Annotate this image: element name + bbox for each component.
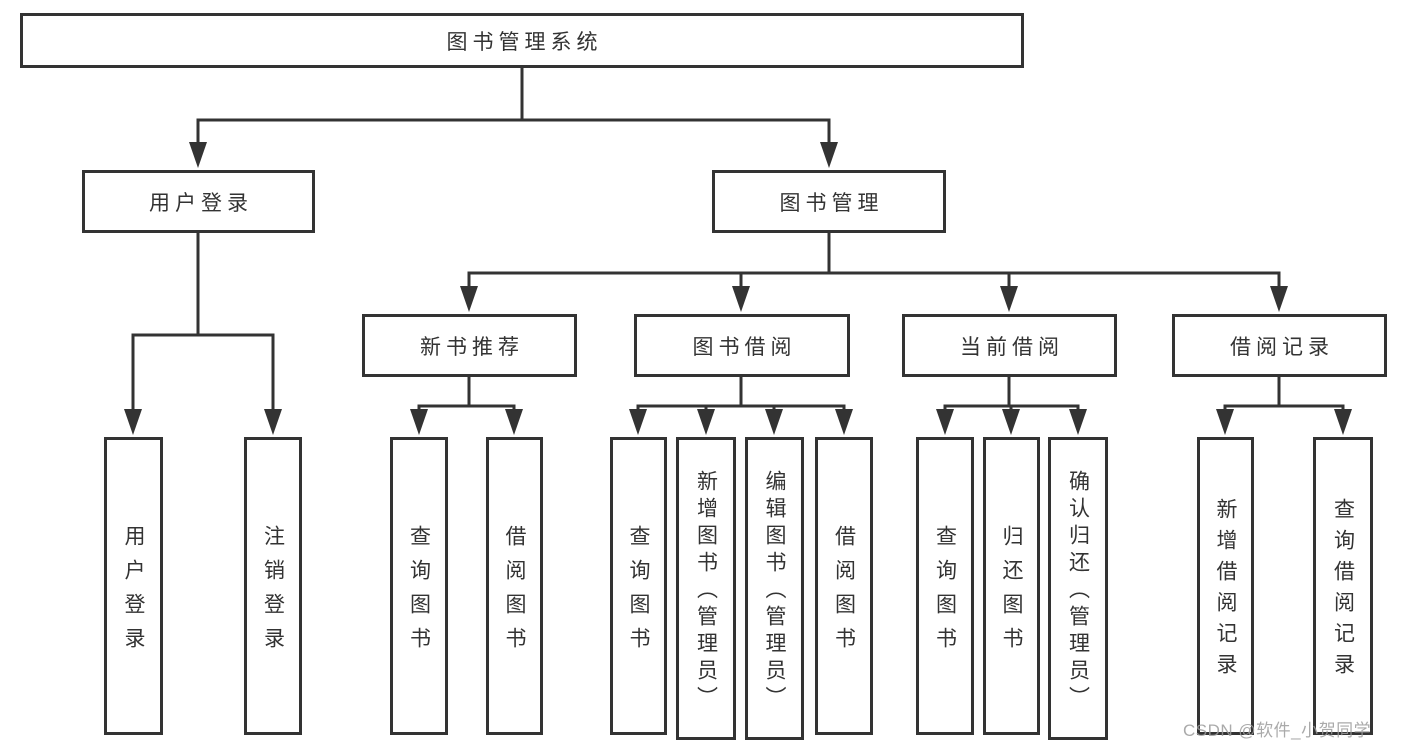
arrowhead-icon [410,409,428,435]
arrowhead-icon [765,409,783,435]
arrowhead-icon [936,409,954,435]
arrowhead-icon [460,286,478,312]
arrowhead-icon [189,142,207,168]
leaf-borrow-books-label: 借阅图书 [832,524,856,661]
leaf-borrow-books-recommend: 借阅图书 [486,437,543,735]
node-library-management-system-label: 图书管理系统 [446,30,603,54]
leaf-logout: 注销登录 [244,437,302,735]
leaf-add-borrow-record: 新增借阅记录 [1197,437,1254,735]
leaf-user-login: 用户登录 [104,437,163,735]
node-current-borrowing: 当前借阅 [902,314,1117,377]
node-user-login-label: 用户登录 [149,191,253,215]
arrowhead-icon [124,409,142,435]
leaf-return-books-label: 归还图书 [1000,524,1024,661]
leaf-logout-label: 注销登录 [261,524,285,661]
node-book-borrowing: 图书借阅 [634,314,850,377]
arrowhead-icon [1000,286,1018,312]
leaf-query-books-recommend-label: 查询图书 [407,524,431,661]
leaf-query-books-current: 查询图书 [916,437,974,735]
node-book-management-label: 图书管理 [779,191,884,215]
leaf-query-books-current-label: 查询图书 [933,524,957,661]
arrowhead-icon [629,409,647,435]
leaf-query-borrow-record-label: 查询借阅记录 [1331,498,1355,684]
leaf-edit-books-admin: 编辑图书（管理员） [745,437,804,740]
arrowhead-icon [1270,286,1288,312]
leaf-confirm-return-admin: 确认归还（管理员） [1048,437,1108,740]
node-new-book-recommend: 新书推荐 [362,314,577,377]
leaf-borrow-books: 借阅图书 [815,437,873,735]
node-new-book-recommend-label: 新书推荐 [420,335,524,359]
leaf-edit-books-admin-label: 编辑图书（管理员） [763,470,787,713]
leaf-add-borrow-record-label: 新增借阅记录 [1214,498,1238,684]
leaf-query-books-recommend: 查询图书 [390,437,448,735]
leaf-query-books-borrow-label: 查询图书 [627,524,651,661]
arrowhead-icon [1069,409,1087,435]
leaf-add-books-admin: 新增图书（管理员） [676,437,736,740]
leaf-user-login-label: 用户登录 [122,524,146,661]
arrowhead-icon [505,409,523,435]
leaf-query-books-borrow: 查询图书 [610,437,667,735]
leaf-borrow-books-recommend-label: 借阅图书 [503,524,527,661]
arrowhead-icon [1216,409,1234,435]
node-user-login: 用户登录 [82,170,315,233]
leaf-return-books: 归还图书 [983,437,1040,735]
arrowhead-icon [835,409,853,435]
node-book-borrowing-label: 图书借阅 [692,335,797,359]
node-borrowing-records: 借阅记录 [1172,314,1387,377]
arrowhead-icon [732,286,750,312]
leaf-add-books-admin-label: 新增图书（管理员） [694,470,718,713]
node-library-management-system: 图书管理系统 [20,13,1024,68]
arrowhead-icon [264,409,282,435]
node-borrowing-records-label: 借阅记录 [1230,335,1334,359]
arrowhead-icon [697,409,715,435]
arrowhead-icon [1002,409,1020,435]
watermark: CSDN @软件_小贺同学 [1183,721,1372,740]
leaf-query-borrow-record: 查询借阅记录 [1313,437,1373,735]
arrowhead-icon [820,142,838,168]
node-book-management: 图书管理 [712,170,946,233]
arrowhead-icon [1334,409,1352,435]
leaf-confirm-return-admin-label: 确认归还（管理员） [1066,470,1090,713]
node-current-borrowing-label: 当前借阅 [960,335,1064,359]
